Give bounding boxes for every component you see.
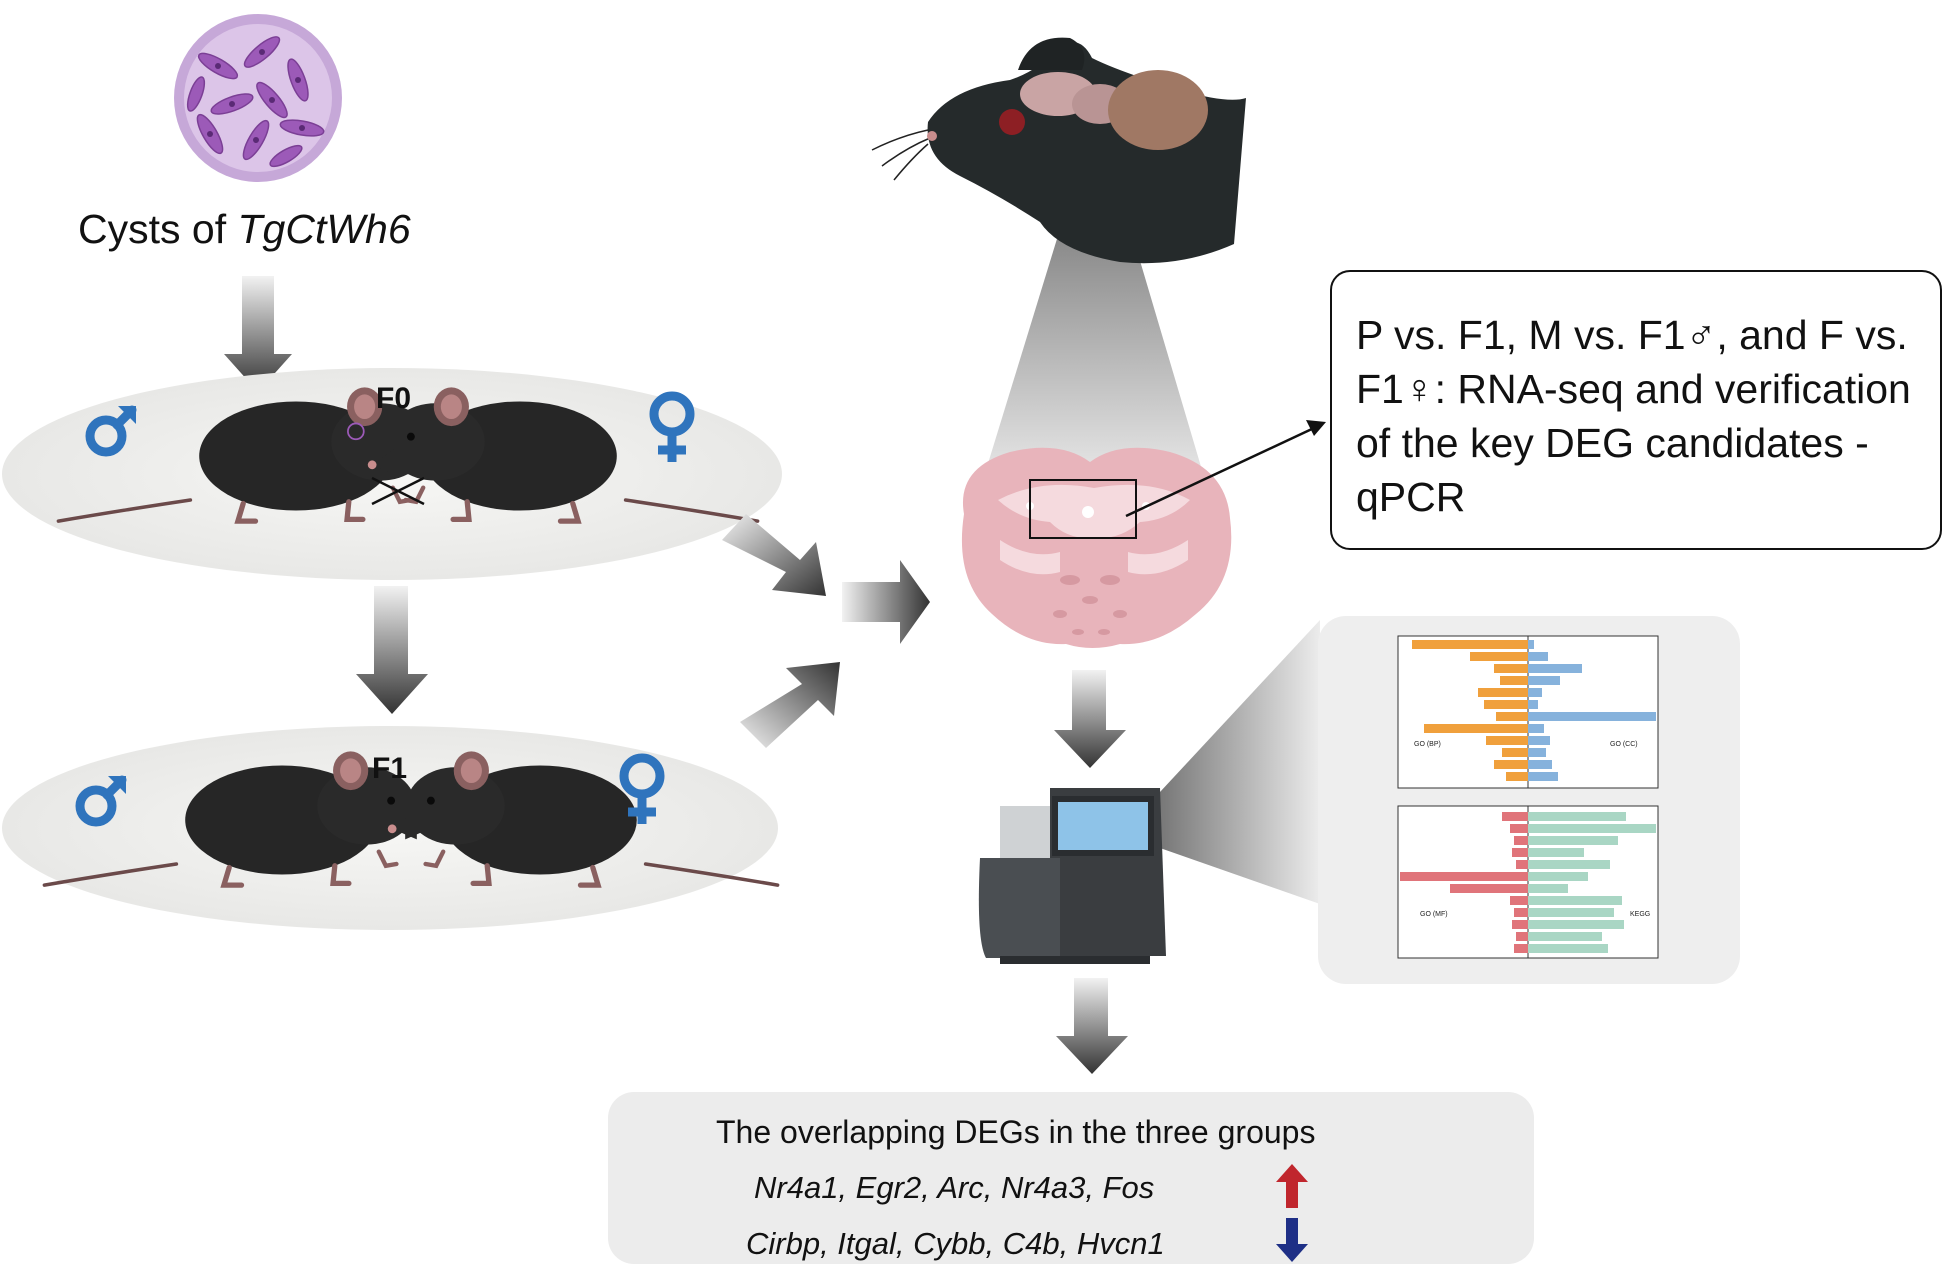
arrow-sequencer-to-results	[1056, 978, 1128, 1074]
cross-icon	[371, 476, 425, 506]
down-arrow-icon	[1276, 1218, 1308, 1262]
go-bp-bars	[1412, 640, 1528, 781]
f1-generation-panel	[2, 726, 778, 930]
enrichment-panel: GO (BP) GO (CC)	[1318, 616, 1740, 984]
brain-section-icon	[961, 447, 1232, 648]
converging-arrows	[722, 514, 930, 748]
arrow-cyst-to-f0	[224, 276, 292, 392]
projection-beam	[986, 190, 1202, 470]
upregulated-genes: Nr4a1, Egr2, Arc, Nr4a3, Fos	[754, 1170, 1155, 1205]
downregulated-genes: Cirbp, Itgal, Cybb, C4b, Hvcn1	[746, 1226, 1165, 1261]
rnaseq-description-box: P vs. F1, M vs. F1♂, and F vs. F1♀: RNA-…	[1330, 270, 1942, 550]
kegg-bars	[1528, 812, 1656, 953]
go-mf-label: GO (MF)	[1420, 911, 1448, 918]
f0-generation-panel	[2, 368, 782, 580]
go-cc-label: GO (CC)	[1610, 741, 1638, 748]
species-name: TgCtWh6	[237, 206, 411, 252]
up-arrow-icon	[1276, 1164, 1308, 1208]
f1-label: F1	[372, 752, 408, 785]
arrow-f0-to-f1	[356, 586, 428, 714]
mouse-head-icon	[871, 37, 1246, 264]
rnaseq-description: P vs. F1, M vs. F1♂, and F vs. F1♀: RNA-…	[1356, 312, 1911, 520]
go-mf-bars	[1400, 812, 1528, 953]
sequencer-to-panel-beam	[1160, 620, 1320, 904]
toxoplasma-cyst-icon	[174, 14, 342, 182]
f0-male-mouse	[58, 387, 448, 521]
go-bp-label: GO (BP)	[1414, 741, 1441, 748]
cyst-caption: Cysts of TgCtWh6	[78, 206, 411, 252]
go-cc-bars	[1528, 640, 1656, 781]
results-title: The overlapping DEGs in the three groups	[716, 1114, 1316, 1150]
pointer-arrow	[1125, 420, 1326, 518]
arrow-brain-to-sequencer	[1054, 670, 1126, 768]
f0-label: F0	[376, 382, 412, 415]
brain-roi-box	[1029, 479, 1137, 539]
kegg-label: KEGG	[1630, 911, 1650, 918]
overlapping-degs-box: The overlapping DEGs in the three groups…	[608, 1092, 1534, 1264]
sequencer-machine-icon	[978, 788, 1166, 964]
